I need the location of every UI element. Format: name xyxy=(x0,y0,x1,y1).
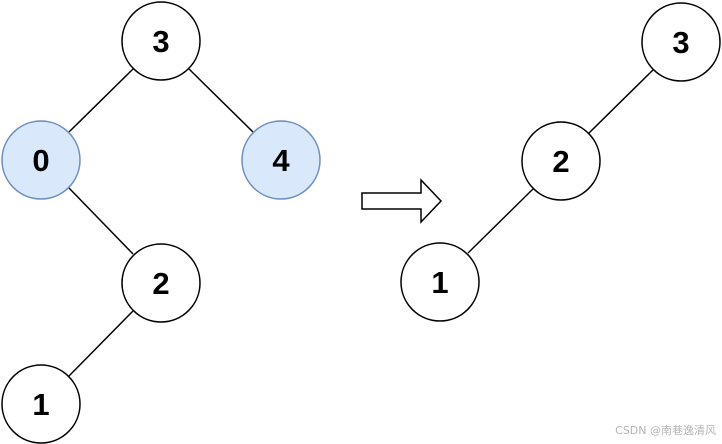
node-0-highlighted: 0 xyxy=(1,120,81,200)
edge-3-0 xyxy=(68,68,134,133)
node-2: 2 xyxy=(121,243,201,323)
after-tree-edges xyxy=(467,68,655,254)
edge-0-2 xyxy=(68,187,134,255)
node-4-highlighted: 4 xyxy=(241,120,321,200)
node-4-label: 4 xyxy=(272,143,290,178)
edge-2-1 xyxy=(68,310,134,377)
edge-2-1 xyxy=(467,188,534,254)
node-3-label: 3 xyxy=(672,25,689,60)
node-3: 3 xyxy=(641,2,721,82)
watermark: CSDN @南巷逸清风 xyxy=(615,424,716,437)
node-2: 2 xyxy=(521,121,601,201)
right-outline-arrow-icon xyxy=(361,178,443,224)
node-1-label: 1 xyxy=(431,265,448,300)
node-2-label: 2 xyxy=(152,266,169,301)
node-1-label: 1 xyxy=(32,387,49,422)
node-1: 1 xyxy=(1,364,81,444)
edge-3-4 xyxy=(188,68,254,133)
edge-3-2 xyxy=(588,68,655,134)
before-tree: 3 0 4 2 1 xyxy=(1,1,321,444)
after-tree: 3 2 1 xyxy=(400,2,721,322)
node-3: 3 xyxy=(121,1,201,81)
node-3-label: 3 xyxy=(152,24,169,59)
node-0-label: 0 xyxy=(32,143,49,178)
node-2-label: 2 xyxy=(552,144,569,179)
before-tree-edges xyxy=(68,68,254,377)
node-1: 1 xyxy=(400,242,480,322)
